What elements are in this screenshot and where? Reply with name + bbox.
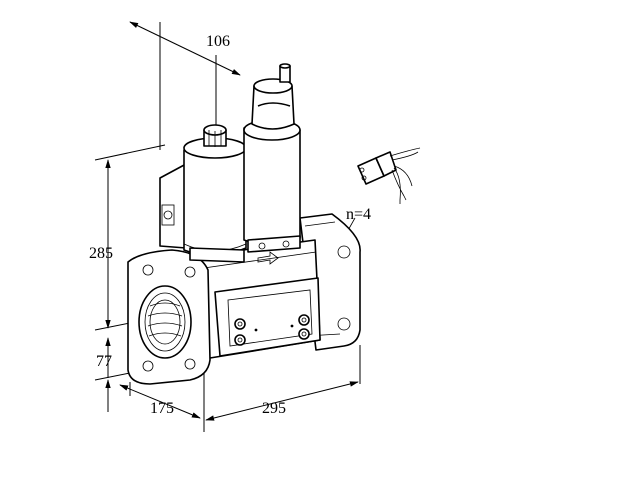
- flange-holes-label: n=4: [346, 206, 371, 223]
- dim-length: 295: [262, 400, 286, 417]
- plug-connector: [357, 147, 421, 204]
- dimension-lines: [94, 21, 361, 432]
- dim-depth: 175: [150, 400, 174, 417]
- valve-body: [127, 213, 361, 385]
- solenoid-actuators: [159, 63, 301, 263]
- dim-height-upper: 285: [89, 245, 113, 262]
- dim-top-width: 106: [206, 33, 230, 50]
- dim-height-lower: 77: [96, 353, 112, 370]
